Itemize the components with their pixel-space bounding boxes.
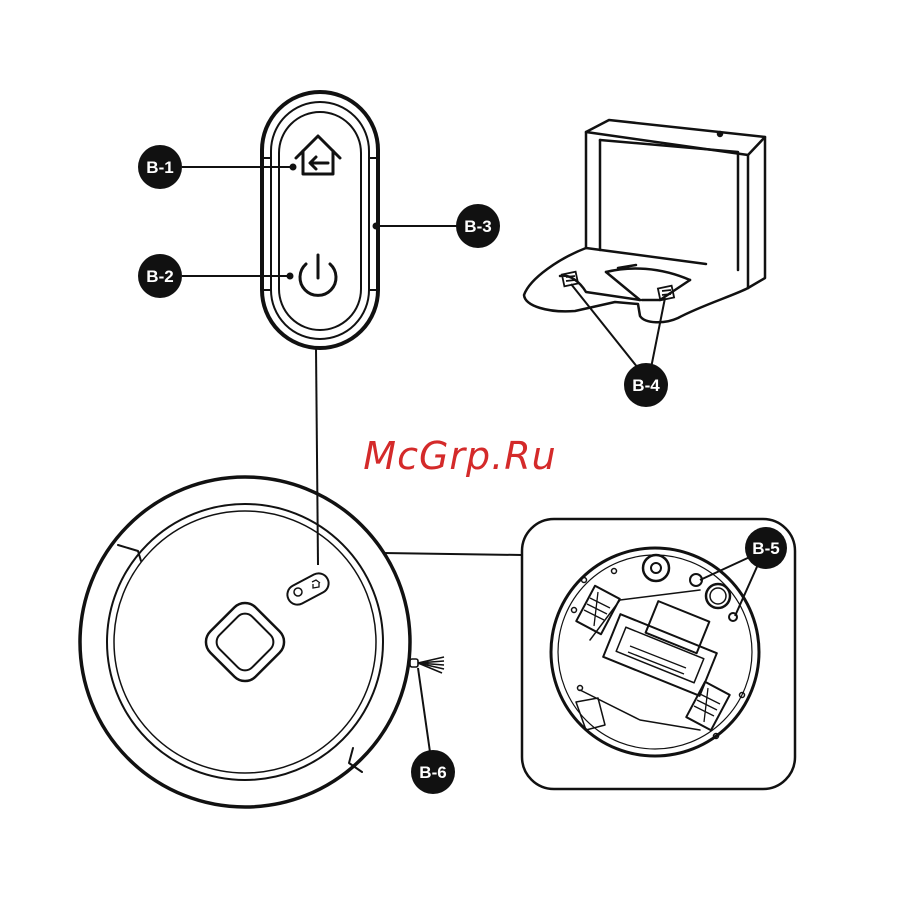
side-brush [410,657,444,673]
svg-text:B-3: B-3 [464,217,491,236]
b5-leader-lines [700,556,760,616]
charging-dock [524,120,765,322]
callout-b3: B-3 [456,204,500,248]
svg-text:B-2: B-2 [146,267,173,286]
b6-leader-line [418,668,430,752]
callout-b5: B-5 [745,527,787,569]
svg-text:B-4: B-4 [632,376,660,395]
power-icon [300,255,336,295]
button-panel [262,92,378,348]
svg-text:B-5: B-5 [752,539,779,558]
callout-b6: B-6 [411,750,455,794]
bottom-view-connector [383,553,522,555]
robot-bottom-view [551,548,759,756]
robot-top-view [80,477,410,807]
robot-control-buttons [284,570,332,608]
callout-b4: B-4 [624,363,668,407]
callout-b1: B-1 [138,145,182,189]
svg-text:B-6: B-6 [419,763,446,782]
watermark: McGrp.Ru [363,434,556,478]
home-icon [296,136,340,174]
callout-b2: B-2 [138,254,182,298]
svg-text:B-1: B-1 [146,158,173,177]
